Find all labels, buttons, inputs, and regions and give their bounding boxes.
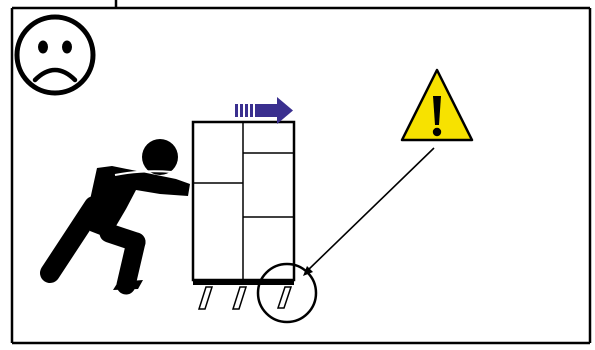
cabinet — [193, 122, 294, 309]
push-arrow-icon — [235, 97, 293, 124]
cabinet-leg-right — [278, 287, 291, 308]
cabinet-leg-middle — [233, 287, 246, 309]
cabinet-base — [193, 280, 294, 285]
cabinet-legs — [199, 287, 291, 309]
sad-face-icon — [17, 17, 93, 93]
pointer-arrow — [303, 148, 434, 276]
person-head — [142, 139, 178, 175]
person-body — [50, 166, 190, 290]
person-figure — [50, 139, 190, 290]
cabinet-leg-left — [199, 287, 212, 309]
warning-triangle-icon — [402, 70, 472, 140]
